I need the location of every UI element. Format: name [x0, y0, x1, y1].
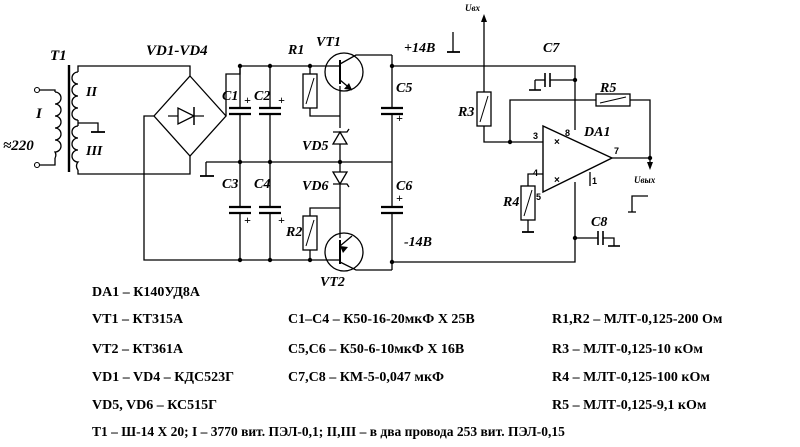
- r3-label: R3: [457, 105, 474, 120]
- c1-label: C1: [222, 89, 238, 104]
- base-resistors: R1 R2: [285, 43, 340, 263]
- transformer-t1: T1 I ≈220 II III: [3, 48, 191, 175]
- opamp-triangle: [542, 124, 614, 194]
- spec-r3: R3 – МЛТ-0,125-10 кОм: [552, 342, 703, 357]
- spec-vt2: VT2 – КТ361А: [92, 342, 184, 357]
- transistor-vt1: VT1: [316, 35, 392, 116]
- pin-3-label: 3: [533, 131, 538, 141]
- pin-1-label: 1: [592, 176, 597, 186]
- vt1-label: VT1: [316, 35, 341, 50]
- transistor-vt2: VT2: [320, 208, 392, 290]
- svg-text:+: +: [396, 111, 403, 125]
- r4-label: R4: [502, 195, 519, 210]
- spec-c7-c8: C7,C8 – КМ-5-0,047 мкФ: [288, 370, 445, 385]
- uin-label: Uвх: [465, 3, 481, 13]
- spec-c1-c4: C1–C4 – К50-16-20мкФ X 25В: [288, 312, 475, 327]
- t1-label: T1: [50, 48, 67, 64]
- pin-4-label: 4: [533, 168, 538, 178]
- mains-terminal-top: [33, 86, 41, 94]
- winding-3-label: III: [85, 144, 103, 159]
- plus-14v-label: +14B: [404, 41, 435, 56]
- svg-text:+: +: [278, 213, 285, 227]
- spec-vt1: VT1 – КТ315А: [92, 312, 184, 327]
- c3-label: C3: [222, 177, 238, 192]
- pin-7-label: 7: [614, 146, 619, 156]
- secondary-winding-2: [71, 71, 79, 121]
- svg-text:×: ×: [554, 175, 560, 186]
- c4-label: C4: [254, 177, 270, 192]
- r1-label: R1: [287, 43, 304, 58]
- opamp-da1: DA1 3 8 7 4 5 1 × × Uвых R4: [502, 124, 656, 233]
- output-capacitors: C5 + C6 +: [381, 55, 412, 270]
- r5-label: R5: [599, 81, 616, 96]
- c5-label: C5: [396, 81, 412, 96]
- spec-vd5-vd6: VD5, VD6 – КС515Г: [92, 398, 218, 413]
- input-section: Uвх R3: [447, 3, 543, 145]
- c2-label: C2: [254, 89, 270, 104]
- spec-c5-c6: C5,C6 – К50-6-10мкФ X 16В: [288, 342, 465, 357]
- svg-text:×: ×: [554, 137, 560, 148]
- r2-label: R2: [285, 225, 302, 240]
- zener-diodes: VD5 VD6: [302, 116, 350, 208]
- mains-terminal-bottom: [33, 161, 41, 169]
- bridge-diode-symbol: [177, 106, 196, 126]
- bridge-outline: [153, 75, 227, 157]
- vt2-body: [324, 232, 364, 272]
- vd5-symbol: [331, 130, 349, 145]
- svg-text:+: +: [244, 93, 251, 107]
- vd5-label: VD5: [302, 139, 328, 154]
- pin-5-label: 5: [536, 192, 541, 202]
- spec-vd1-vd4: VD1 – VD4 – КДС523Г: [92, 370, 234, 385]
- winding-1-label: I: [35, 106, 43, 122]
- filter-capacitors: C1 + C2 + C3 + C4 +: [222, 66, 285, 260]
- minus-14v-label: -14B: [404, 235, 432, 250]
- spec-r5: R5 – МЛТ-0,125-9,1 кОм: [552, 398, 707, 413]
- resistor-r5: R5: [509, 81, 651, 158]
- uout-label: Uвых: [634, 175, 656, 185]
- spec-t1: T1 – Ш-14 X 20; I – 3770 вит. ПЭЛ-0,1; I…: [92, 424, 565, 439]
- vt1-body: [324, 52, 364, 92]
- secondary-winding-3: [71, 125, 80, 171]
- pin-8-label: 8: [565, 128, 570, 138]
- c7-label: C7: [543, 41, 560, 56]
- svg-text:+: +: [278, 93, 285, 107]
- capacitor-c8: C8: [575, 215, 620, 247]
- vd6-label: VD6: [302, 179, 328, 194]
- diode-bridge-vd1-vd4: VD1-VD4: [143, 43, 241, 261]
- c8-label: C8: [591, 215, 607, 230]
- svg-text:+: +: [244, 213, 251, 227]
- spec-da1: DA1 – К140УД8А: [92, 285, 200, 300]
- bipolar-rails: +14B -14B: [392, 41, 578, 263]
- da1-label: DA1: [583, 125, 610, 140]
- spec-r4: R4 – МЛТ-0,125-100 кОм: [552, 370, 710, 385]
- capacitor-c7: C7: [529, 41, 575, 91]
- bridge-label: VD1-VD4: [146, 43, 208, 59]
- primary-winding: [53, 91, 62, 159]
- vt2-label: VT2: [320, 275, 345, 290]
- spec-r1-r2: R1,R2 – МЛТ-0,125-200 Ом: [552, 312, 723, 327]
- vd6-symbol: [331, 171, 349, 186]
- winding-2-label: II: [85, 85, 97, 100]
- mains-voltage-label: ≈220: [3, 138, 34, 154]
- svg-text:+: +: [396, 191, 403, 205]
- c6-label: C6: [396, 179, 412, 194]
